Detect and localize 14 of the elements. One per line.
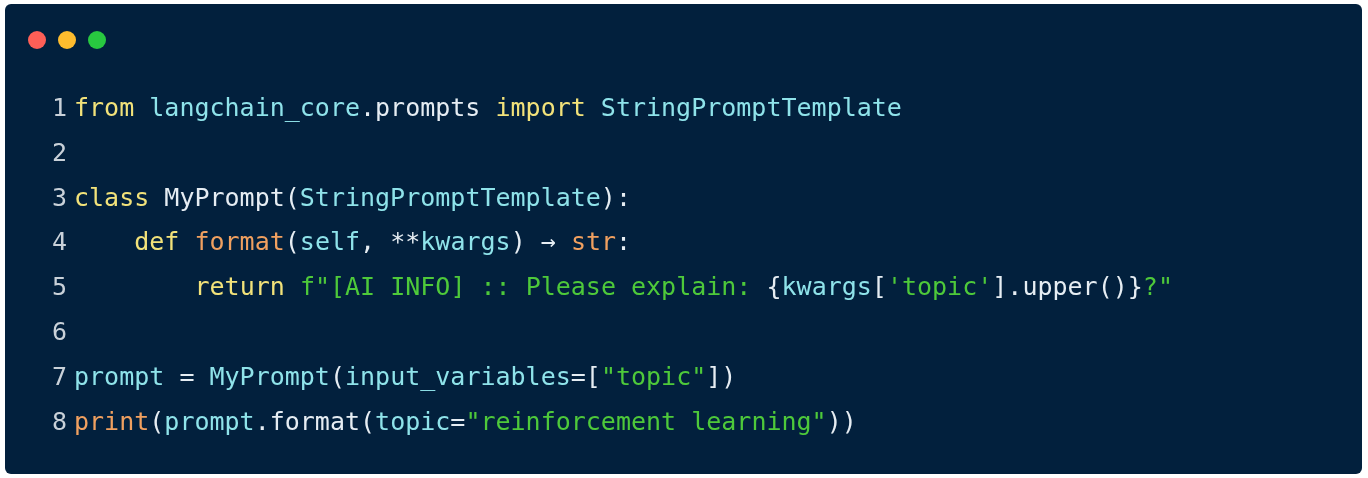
line-number: 4 bbox=[50, 226, 67, 259]
code-line: return f"[AI INFO] :: Please explain: {kwargs['topic'].upper()}?" bbox=[193, 271, 1173, 304]
line-number: 5 bbox=[50, 271, 67, 304]
code-line: prompt = MyPrompt(input_variables=["topic"]) bbox=[74, 360, 737, 393]
line-number: 1 bbox=[50, 92, 67, 124]
line-number: 8 bbox=[50, 405, 67, 438]
code-line: from langchain_core.prompts import StringPromptTemplate bbox=[74, 92, 902, 124]
code-line: print(prompt.format(topic="reinforcement learning")) bbox=[74, 405, 857, 438]
line-number: 7 bbox=[50, 360, 67, 393]
line-number: 6 bbox=[50, 316, 67, 348]
code-line: class MyPrompt(StringPromptTemplate): bbox=[74, 181, 631, 214]
line-number: 2 bbox=[50, 136, 67, 169]
line-number: 3 bbox=[50, 181, 67, 214]
code-line: def format(self, **kwargs) → str: bbox=[133, 226, 632, 259]
